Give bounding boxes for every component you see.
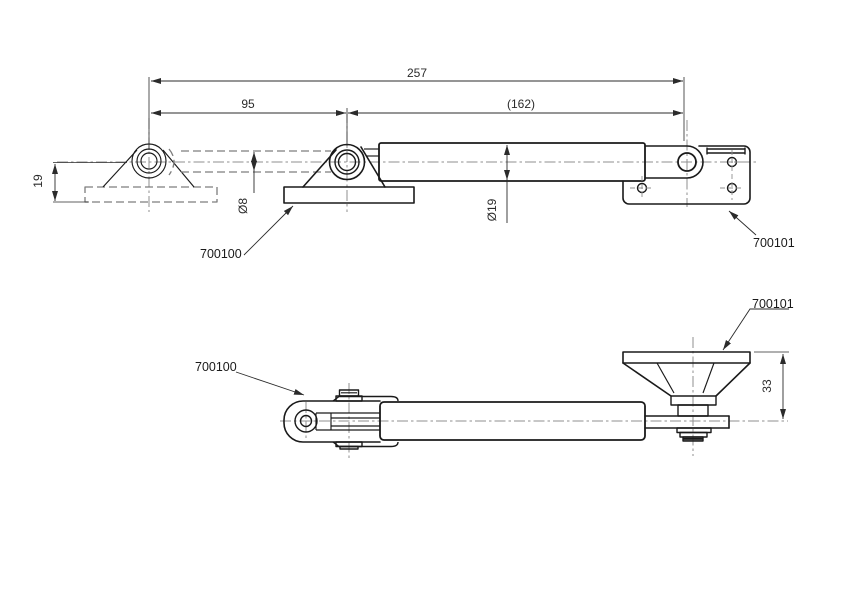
dim-95-text: 95 [241, 97, 255, 111]
dim-bracket-spacing-95: 95 [151, 97, 346, 116]
hole-centermarks [630, 150, 744, 200]
dim-bracket-height-33: 33 [754, 351, 789, 419]
phantom-eyelet-hole [140, 152, 158, 170]
phantom-leg-left [102, 149, 138, 188]
dim-tube-diameter: Ø19 [485, 145, 510, 223]
label-700100-top: 700100 [200, 205, 294, 261]
plate-outline [622, 145, 751, 205]
label-700100-side: 700100 [195, 360, 305, 396]
extension-lines [53, 77, 685, 203]
clevis-eyelet-hole [299, 414, 313, 428]
strut-tube [379, 401, 646, 441]
dim-extended-162: (162) [348, 97, 683, 116]
stud-nut-stack [676, 427, 712, 442]
part-number-text: 700101 [752, 297, 794, 311]
end-bracket-side [622, 351, 751, 442]
bracket-top-plate [622, 351, 751, 364]
phantom-rod-socket [168, 148, 175, 176]
mount-bracket-base-plate [283, 186, 415, 204]
clevis-body [283, 400, 381, 443]
clevis-slot [315, 412, 380, 431]
rod-end-eyelet [644, 145, 704, 179]
pivot-stud-top [335, 389, 363, 402]
phantom-rod [181, 150, 331, 173]
dim-pivot-height-19: 19 [31, 164, 58, 201]
rod-end-tongue [644, 145, 704, 179]
bracket-slope-left [622, 362, 672, 397]
stud-bottom-cap [339, 445, 359, 450]
pivot-stud-bottom [335, 441, 363, 450]
side-view: 33 700100 700101 [195, 297, 794, 459]
phantom-leg-right [162, 149, 195, 188]
end-bracket-plate [622, 145, 751, 205]
bracket-gusset-right [702, 362, 715, 394]
stud-cap [338, 389, 360, 397]
dim-162-text: (162) [507, 97, 535, 111]
clevis-eyelet-outer [294, 409, 318, 433]
dim-rod-diameter: Ø8 [236, 152, 257, 214]
bracket-gusset-left [656, 362, 675, 394]
label-700101-side: 700101 [722, 297, 794, 351]
rod-end-hole [677, 152, 697, 172]
dim-tube-dia-text: Ø19 [485, 198, 499, 221]
mount-bracket [283, 143, 415, 204]
part-number-text: 700100 [200, 247, 242, 261]
clevis-end [283, 389, 399, 450]
dim-19-text: 19 [31, 174, 45, 188]
dim-rod-dia-text: Ø8 [236, 198, 250, 214]
piston-rod [644, 415, 730, 429]
leader-line [243, 205, 294, 256]
dim-overall-257: 257 [151, 66, 683, 84]
part-number-text: 700101 [753, 236, 795, 250]
mount-bracket-eyelet-outer [334, 149, 360, 175]
bracket-slope-right [715, 362, 751, 397]
top-view: 257 95 (162) 19 Ø8 [31, 66, 795, 261]
bracket-plate-edge-top [332, 395, 399, 402]
cylinder-body [378, 142, 646, 182]
leader-line [235, 371, 305, 396]
mount-bracket-eyelet-hole [337, 152, 357, 172]
plate-slot [706, 147, 746, 155]
phantom-bracket [84, 143, 218, 203]
leader-line [728, 210, 757, 236]
dim-33-text: 33 [760, 379, 774, 393]
dim-257-text: 257 [407, 66, 427, 80]
bracket-plate-edge-bottom [332, 441, 399, 448]
leader-line [722, 308, 789, 351]
bracket-boss [677, 404, 709, 417]
centerlines [57, 112, 757, 212]
part-number-text: 700100 [195, 360, 237, 374]
plate-holes [630, 150, 744, 200]
phantom-base-plate [84, 186, 218, 203]
label-700101-top: 700101 [728, 210, 795, 250]
thread-end [682, 436, 704, 442]
